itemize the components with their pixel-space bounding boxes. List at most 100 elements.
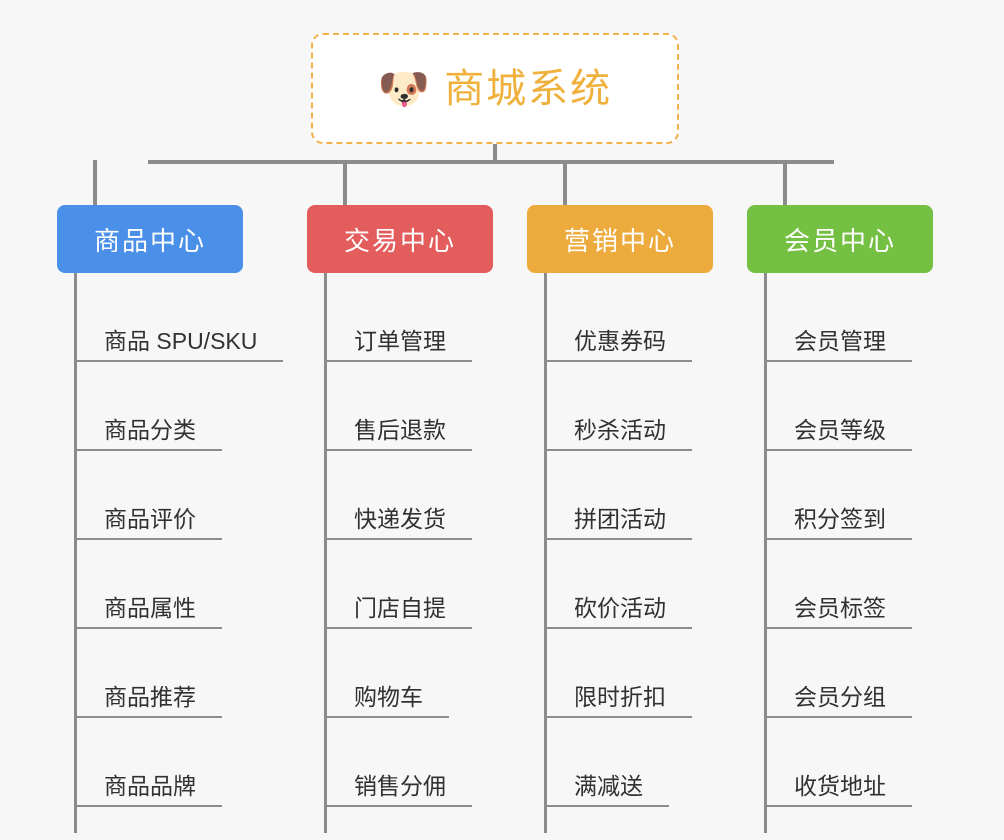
list-item-label: 商品属性: [104, 594, 196, 621]
list-item[interactable]: 积分签到: [747, 451, 933, 540]
list-item-underline: 商品品牌: [74, 772, 222, 807]
branch-item-list: 商品 SPU/SKU 商品分类商品评价商品属性商品推荐商品品牌: [57, 273, 284, 807]
list-item[interactable]: 商品评价: [57, 451, 243, 540]
branch-header-label: 营销中心: [563, 225, 676, 256]
list-item[interactable]: 门店自提: [307, 540, 493, 629]
branch-header-4[interactable]: 会员中心: [747, 205, 933, 273]
branch-column: 商品中心商品 SPU/SKU 商品分类商品评价商品属性商品推荐商品品牌: [57, 205, 284, 833]
list-item-underline: 收货地址: [764, 772, 912, 807]
list-item[interactable]: 商品推荐: [57, 629, 243, 718]
connector-branch-stem: [563, 160, 567, 205]
branch-item-list: 优惠券码秒杀活动拼团活动砍价活动限时折扣满减送: [527, 273, 713, 807]
list-item-label: 优惠券码: [574, 327, 666, 354]
list-item-label: 积分签到: [794, 505, 886, 532]
list-item[interactable]: 收货地址: [747, 718, 933, 807]
list-item-underline: 满减送: [544, 772, 669, 807]
list-item-underline: 商品推荐: [74, 683, 222, 718]
list-item-underline: 限时折扣: [544, 683, 692, 718]
list-item-underline: 积分签到: [764, 505, 912, 540]
list-item-label: 订单管理: [354, 327, 446, 354]
root-node[interactable]: 🐶 商城系统: [311, 33, 679, 144]
list-item-label: 会员管理: [794, 327, 886, 354]
list-item-label: 砍价活动: [574, 594, 666, 621]
branch-header-1[interactable]: 商品中心: [57, 205, 243, 273]
list-item-underline: 会员等级: [764, 416, 912, 451]
list-item-underline: 会员分组: [764, 683, 912, 718]
list-item-underline: 商品 SPU/SKU: [74, 327, 284, 362]
list-item-label: 收货地址: [794, 772, 886, 799]
list-item-label: 拼团活动: [574, 505, 666, 532]
list-item[interactable]: 购物车: [307, 629, 493, 718]
branch-item-list: 订单管理售后退款快递发货门店自提购物车销售分佣: [307, 273, 493, 807]
list-item-underline: 商品评价: [74, 505, 222, 540]
branch-header-label: 会员中心: [783, 225, 896, 256]
branch-column: 营销中心优惠券码秒杀活动拼团活动砍价活动限时折扣满减送: [527, 205, 713, 833]
list-item-label: 满减送: [574, 772, 643, 799]
branch-spine: [544, 273, 547, 833]
branch-header-label: 交易中心: [343, 225, 456, 256]
connector-branch-stem: [343, 160, 347, 205]
list-item-underline: 砍价活动: [544, 594, 692, 629]
list-item-underline: 购物车: [324, 683, 449, 718]
branch-spine: [74, 273, 77, 833]
list-item-label: 秒杀活动: [574, 416, 666, 443]
branch-header-label: 商品中心: [93, 225, 206, 256]
list-item[interactable]: 售后退款: [307, 362, 493, 451]
branch-spine: [764, 273, 767, 833]
list-item[interactable]: 优惠券码: [527, 273, 713, 362]
list-item-label: 快递发货: [354, 505, 446, 532]
list-item[interactable]: 商品分类: [57, 362, 243, 451]
connector-root-stem: [493, 144, 497, 164]
connector-branch-stem: [783, 160, 787, 205]
dog-face-icon: 🐶: [377, 64, 431, 112]
list-item-label: 门店自提: [354, 594, 446, 621]
list-item[interactable]: 销售分佣: [307, 718, 493, 807]
list-item-label: 商品品牌: [104, 772, 196, 799]
list-item[interactable]: 会员分组: [747, 629, 933, 718]
list-item-label: 商品评价: [104, 505, 196, 532]
branch-spine: [324, 273, 327, 833]
list-item[interactable]: 砍价活动: [527, 540, 713, 629]
list-item[interactable]: 快递发货: [307, 451, 493, 540]
root-title: 商城系统: [444, 66, 613, 111]
branch-item-list: 会员管理会员等级积分签到会员标签会员分组收货地址: [747, 273, 933, 807]
list-item-label: 会员分组: [794, 683, 886, 710]
list-item-underline: 订单管理: [324, 327, 472, 362]
list-item-underline: 秒杀活动: [544, 416, 692, 451]
connector-branch-stem: [93, 160, 97, 205]
branch-column: 会员中心会员管理会员等级积分签到会员标签会员分组收货地址: [747, 205, 933, 833]
list-item[interactable]: 订单管理: [307, 273, 493, 362]
list-item-underline: 门店自提: [324, 594, 472, 629]
list-item-label: 商品推荐: [104, 683, 196, 710]
list-item-underline: 拼团活动: [544, 505, 692, 540]
list-item-label: 商品分类: [104, 416, 196, 443]
list-item-underline: 商品属性: [74, 594, 222, 629]
branch-header-2[interactable]: 交易中心: [307, 205, 493, 273]
list-item-underline: 会员标签: [764, 594, 912, 629]
list-item-underline: 售后退款: [324, 417, 472, 451]
list-item-label: 商品 SPU/SKU: [104, 327, 258, 354]
list-item[interactable]: 拼团活动: [527, 451, 713, 540]
list-item[interactable]: 会员等级: [747, 362, 933, 451]
list-item-label: 限时折扣: [574, 683, 666, 710]
list-item[interactable]: 秒杀活动: [527, 362, 713, 451]
list-item-underline: 优惠券码: [544, 327, 692, 362]
list-item-label: 会员等级: [794, 416, 886, 443]
connector-horizontal-bus: [148, 160, 834, 164]
branch-column: 交易中心订单管理售后退款快递发货门店自提购物车销售分佣: [307, 205, 493, 833]
list-item[interactable]: 会员管理: [747, 273, 933, 362]
list-item-label: 购物车: [354, 683, 423, 710]
list-item[interactable]: 商品品牌: [57, 718, 243, 807]
list-item[interactable]: 商品 SPU/SKU: [57, 273, 284, 362]
list-item-underline: 销售分佣: [324, 772, 472, 807]
list-item-label: 销售分佣: [354, 772, 446, 799]
list-item[interactable]: 限时折扣: [527, 629, 713, 718]
list-item-label: 会员标签: [794, 594, 886, 621]
list-item[interactable]: 满减送: [527, 718, 713, 807]
branch-header-3[interactable]: 营销中心: [527, 205, 713, 273]
list-item[interactable]: 商品属性: [57, 540, 243, 629]
list-item-underline: 会员管理: [764, 327, 912, 362]
list-item-underline: 商品分类: [74, 416, 222, 451]
list-item[interactable]: 会员标签: [747, 540, 933, 629]
